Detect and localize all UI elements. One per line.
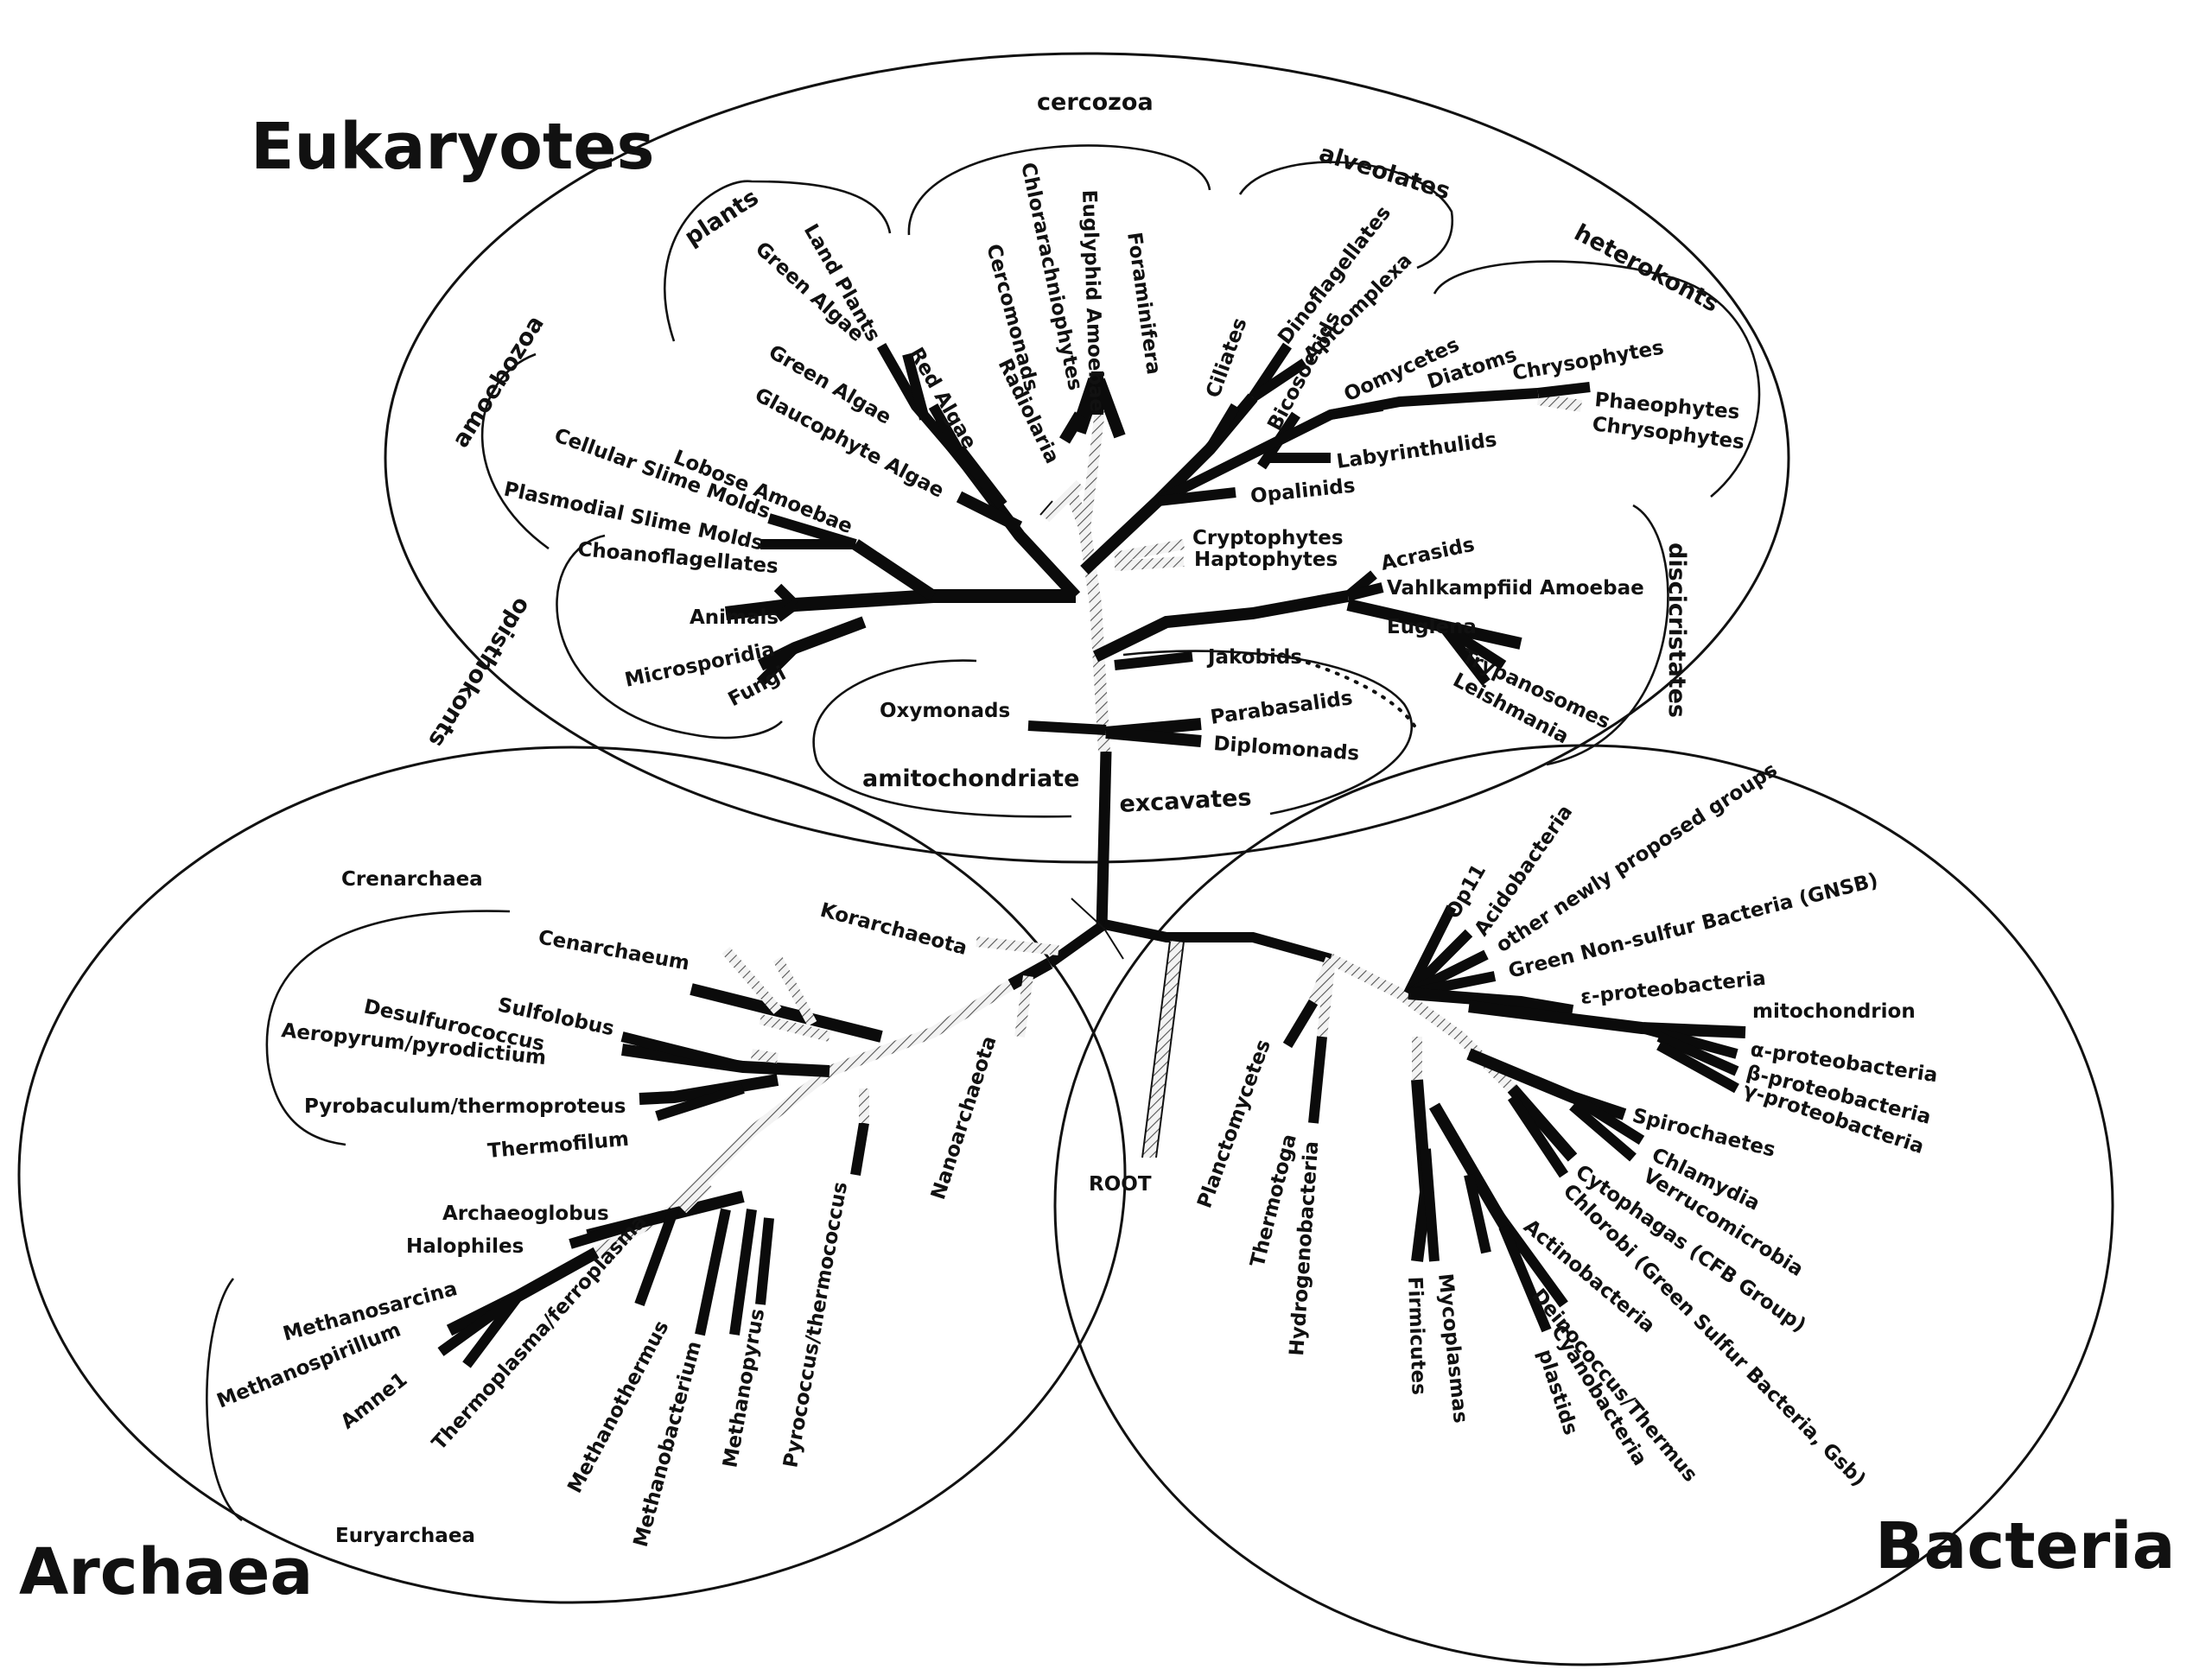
taxon-amne1: Amne1 <box>337 1368 412 1434</box>
taxon-vahlkampfiid: Vahlkampfiid Amoebae <box>1387 577 1644 600</box>
taxon-cenarchaeum: Cenarchaeum <box>537 926 691 974</box>
taxon-diplomonads: Diplomonads <box>1213 733 1360 765</box>
excavates-arc <box>1122 650 1413 815</box>
root-branch-outline <box>1141 941 1185 1158</box>
taxon-mycoplasmas: Mycoplasmas <box>1433 1272 1471 1425</box>
archaea-branches <box>437 936 1059 1368</box>
eukaryote-branches <box>725 342 1591 747</box>
taxon-methanopyrus: Methanopyrus <box>719 1307 769 1469</box>
taxon-cryptophytes: Cryptophytes <box>1192 527 1344 549</box>
taxon-parabasalids: Parabasalids <box>1209 687 1354 729</box>
taxon-epsilon: ε-proteobacteria <box>1580 968 1767 1009</box>
euryarchaea-arc <box>206 1278 243 1522</box>
bacteria-link <box>1103 919 1332 964</box>
taxon-halophiles: Halophiles <box>406 1235 524 1258</box>
domain-eukaryotes: Eukaryotes <box>251 110 655 184</box>
alveolates-arc <box>1238 161 1454 270</box>
taxon-pyrococcus: Pyrococcus/thermococcus <box>779 1180 852 1469</box>
taxon-fungi: Fungi <box>725 663 790 712</box>
root-label: ROOT <box>1089 1173 1152 1196</box>
taxon-mitochondrion: mitochondrion <box>1752 1000 1916 1023</box>
taxon-ciliates: Ciliates <box>1202 315 1251 401</box>
taxon-nanoarchaeota: Nanoarchaeota <box>927 1033 1001 1203</box>
group-amoebozoa: amoebozoa <box>448 311 550 453</box>
taxon-firmicutes: Firmicutes <box>1403 1276 1430 1395</box>
cercozoa-arc <box>907 144 1211 236</box>
opisthokonts-arc <box>556 534 783 739</box>
bacteria-ellipse <box>1053 744 2114 1666</box>
taxon-jakobids: Jakobids <box>1206 646 1302 669</box>
discicristates-arc <box>1546 504 1669 766</box>
taxon-gnsb: Green Non-sulfur Bacteria (GNSB) <box>1506 869 1880 983</box>
archaea-link <box>1046 920 1108 968</box>
group-plants: plants <box>680 184 764 251</box>
group-excavates: excavates <box>1119 784 1252 818</box>
crenarchaea-arc <box>265 910 511 1146</box>
eukaryotes-ellipse <box>384 52 1790 864</box>
group-cercozoa: cercozoa <box>1037 89 1154 116</box>
group-euryarchaea: Euryarchaea <box>335 1525 475 1547</box>
root-branch <box>1142 940 1184 1159</box>
taxon-animals: Animals <box>690 606 779 629</box>
domain-bacteria: Bacteria <box>1875 1509 2176 1583</box>
bacteria-branches <box>1282 904 1746 1333</box>
taxon-korarchaeota: Korarchaeota <box>817 899 969 960</box>
taxon-spirochaetes: Spirochaetes <box>1630 1105 1778 1162</box>
taxon-foraminifera: Foraminifera <box>1122 231 1165 376</box>
jakobids-dotted-link <box>1286 655 1419 732</box>
taxon-archaeoglobus: Archaeoglobus <box>442 1203 609 1225</box>
group-opisthokonts: opisthokonts <box>423 593 536 752</box>
taxon-pyrobaculum: Pyrobaculum/thermoproteus <box>304 1095 626 1118</box>
taxon-thermofilum: Thermofilum <box>486 1128 630 1163</box>
group-crenarchaea: Crenarchaea <box>341 868 483 891</box>
taxon-planctomycetes: Planctomycetes <box>1193 1037 1275 1211</box>
amoebozoa-arc <box>480 352 550 550</box>
plants-arc <box>663 180 892 342</box>
amitochondriate-ellipse <box>812 659 1072 818</box>
root-tick-lines <box>1071 898 1124 960</box>
group-discicristates: discicristates <box>1663 543 1690 718</box>
taxon-oxymonads: Oxymonads <box>880 700 1010 722</box>
taxon-chrysophytes-1: Chrysophytes <box>1511 337 1666 385</box>
group-alveolates: alveolates <box>1316 140 1453 205</box>
taxon-labyrinthulids: Labyrinthulids <box>1335 428 1498 473</box>
archaea-ellipse <box>17 746 1127 1604</box>
taxon-euglena: Euglena <box>1387 616 1477 638</box>
group-heterokonts: heterokonts <box>1570 219 1724 318</box>
taxon-opalinids: Opalinids <box>1249 474 1357 508</box>
taxon-acrasids: Acrasids <box>1379 534 1477 575</box>
taxon-haptophytes: Haptophytes <box>1194 549 1338 571</box>
group-amitochondriate: amitochondriate <box>862 765 1079 792</box>
domain-archaea: Archaea <box>19 1535 313 1609</box>
central-stem <box>1096 751 1112 930</box>
heterokonts-arc <box>1433 260 1761 498</box>
